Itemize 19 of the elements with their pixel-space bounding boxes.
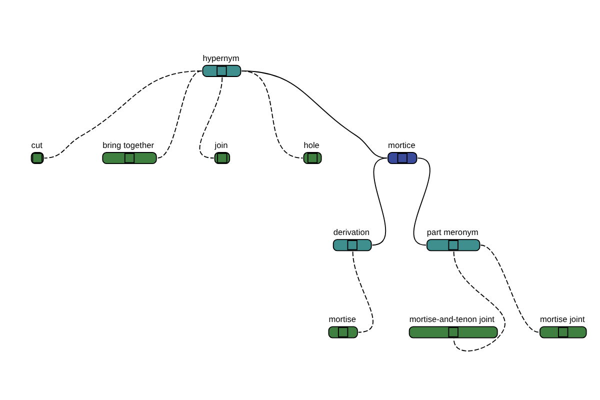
connector [372, 158, 388, 246]
node-label: hole [304, 140, 320, 150]
node-label: derivation [333, 227, 370, 238]
node-label: bring together [102, 140, 154, 150]
node-label: hypernym [202, 52, 240, 63]
connector [453, 251, 506, 352]
connector [352, 251, 374, 333]
node-label: mortice [388, 140, 416, 150]
node-label: mortise joint [540, 314, 585, 324]
node-label: mortise [328, 314, 356, 324]
connector [480, 244, 540, 333]
node-label: join [214, 140, 228, 150]
connector [199, 76, 223, 158]
node-label: part meronym [426, 227, 478, 238]
node-label: cut [31, 140, 42, 150]
node-label: mortise-and-tenon joint [409, 314, 495, 324]
connector [413, 158, 430, 246]
connector [156, 70, 202, 158]
connector [44, 70, 202, 158]
